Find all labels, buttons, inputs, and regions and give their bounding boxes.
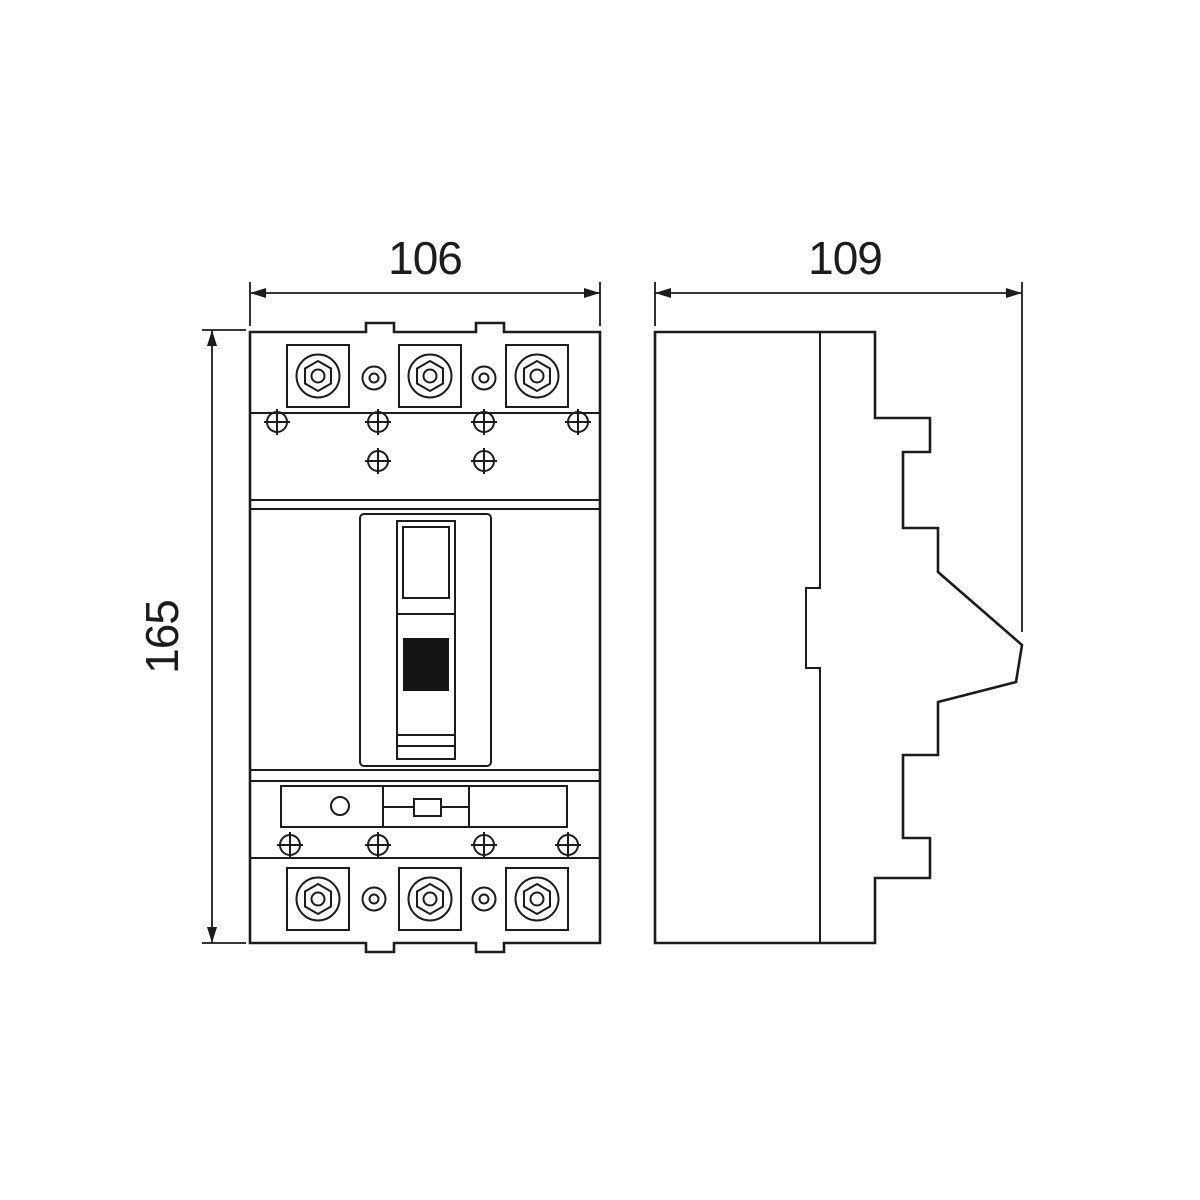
toggle-slot	[396, 520, 456, 760]
arrowhead-left	[655, 288, 671, 298]
side-body-outline	[653, 330, 1024, 945]
hex-bolt-icon	[407, 876, 453, 922]
hex-bolt-icon	[295, 353, 341, 399]
toggle-area	[359, 513, 492, 767]
cross-screw-icon	[276, 831, 304, 859]
ring-icon	[361, 886, 387, 912]
dimension-height: 165	[136, 329, 246, 944]
terminal-block	[286, 344, 350, 408]
front-section-lines	[250, 412, 600, 859]
cross-screw-icon	[554, 831, 582, 859]
cross-screw-icon	[470, 447, 498, 475]
top-terminal-row	[286, 344, 569, 408]
arrowhead-right	[584, 288, 600, 298]
arrowhead-left	[250, 288, 266, 298]
dimension-side-depth-label: 109	[808, 232, 882, 284]
hex-bolt-icon	[514, 876, 560, 922]
plate-outline	[280, 785, 568, 828]
bottom-screw-row	[276, 831, 582, 859]
bottom-terminal-row	[286, 867, 569, 931]
terminal-block	[505, 867, 569, 931]
ring-icon	[361, 365, 387, 391]
toggle-handle	[403, 638, 449, 691]
cross-screw-icon	[364, 447, 392, 475]
dimension-height-label: 165	[136, 600, 188, 674]
dimension-front-width-label: 106	[388, 232, 462, 284]
top-screw-rows	[263, 408, 592, 475]
hex-bolt-icon	[514, 353, 560, 399]
hex-bolt-icon	[295, 876, 341, 922]
indicator-hole	[330, 796, 350, 816]
front-view	[248, 321, 602, 954]
side-seam-line	[805, 332, 821, 943]
terminal-block	[398, 344, 462, 408]
escutcheon	[359, 513, 492, 767]
front-body-outline	[248, 321, 602, 954]
trip-button	[413, 798, 442, 817]
ring-icon	[471, 886, 497, 912]
hex-bolt-icon	[407, 353, 453, 399]
ring-icon	[471, 365, 497, 391]
cross-screw-icon	[364, 831, 392, 859]
toggle-upper	[402, 526, 450, 599]
terminal-block	[505, 344, 569, 408]
label-plate	[280, 785, 568, 828]
terminal-block	[398, 867, 462, 931]
arrowhead-top	[207, 330, 217, 346]
dimension-side-depth: 109	[654, 232, 1023, 632]
cross-screw-icon	[470, 831, 498, 859]
terminal-block	[286, 867, 350, 931]
side-view	[653, 330, 1024, 945]
arrowhead-right	[1006, 288, 1022, 298]
arrowhead-bottom	[207, 927, 217, 943]
dimension-front-width: 106	[249, 232, 601, 326]
